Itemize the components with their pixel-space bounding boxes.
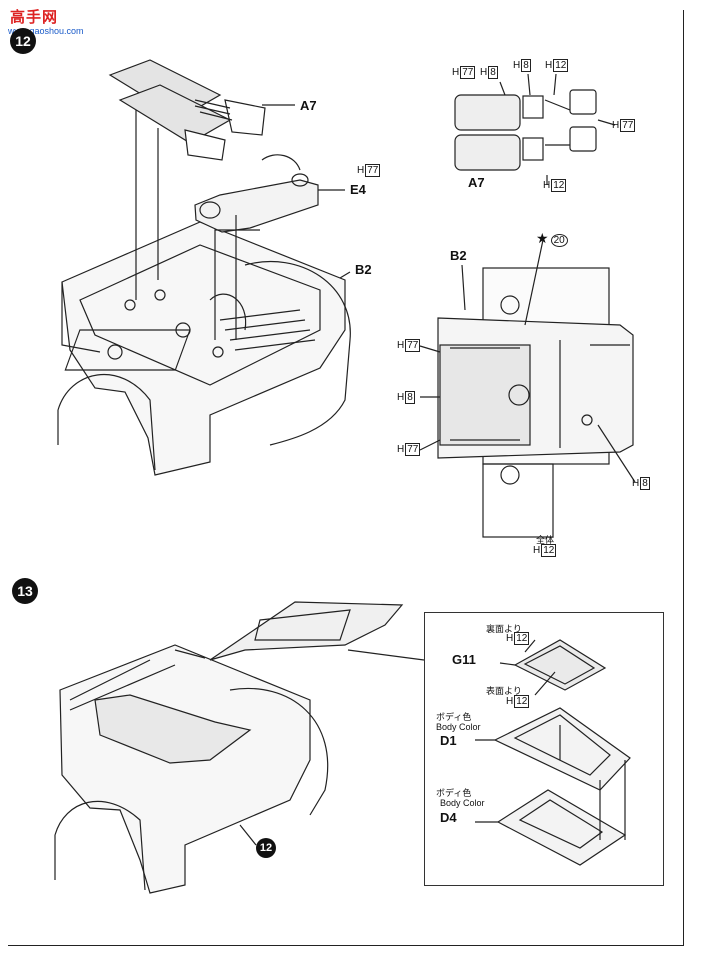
step13-assembly-drawing: [54, 601, 425, 894]
step13-panels-drawing: [475, 639, 631, 866]
engine-bay-b2-drawing: [57, 221, 351, 476]
note-front: 表面より: [486, 686, 522, 696]
star-marker: ★20: [536, 230, 568, 247]
step-12-number: 12: [15, 33, 31, 49]
step-13-badge: 13: [12, 578, 38, 604]
page-frame-bottom: [8, 945, 684, 946]
part-label-b2-top: B2: [450, 248, 467, 263]
watermark-chars: 高手网: [10, 9, 59, 26]
note-back: 裏面より: [486, 624, 522, 634]
part-label-d4: D4: [440, 810, 457, 825]
part-e4-drawing: [194, 154, 319, 233]
panel-detail-box: [424, 612, 664, 886]
part-label-a7: A7: [300, 98, 317, 113]
note-body-color-jp-d1: ボディ色: [436, 712, 472, 722]
b2-top-view-drawing: [419, 239, 636, 538]
watermark-url: www.gaoshou.com: [8, 26, 84, 36]
part-label-a7-detail: A7: [468, 175, 485, 190]
note-whole: 全体: [536, 535, 555, 545]
step-12-reference-badge: 12: [256, 838, 276, 858]
part-label-g11: G11: [452, 652, 476, 667]
part-label-e4: E4: [350, 182, 366, 197]
part-a7-drawing: [108, 59, 266, 161]
part-label-d1: D1: [440, 733, 457, 748]
step-12-reference-number: 12: [259, 842, 273, 854]
part-label-b2: B2: [355, 262, 372, 277]
step-13-number: 13: [17, 583, 33, 599]
page-frame-right: [683, 10, 684, 945]
a7-detail-drawing: [454, 73, 616, 185]
note-body-color-en-d1: Body Color: [436, 722, 481, 732]
step-12-badge: 12: [10, 28, 36, 54]
note-body-color-jp-d4: ボディ色: [436, 788, 472, 798]
watermark-logo: 高手网 www.gaoshou.com: [4, 6, 84, 40]
note-body-color-en-d4: Body Color: [440, 798, 485, 808]
